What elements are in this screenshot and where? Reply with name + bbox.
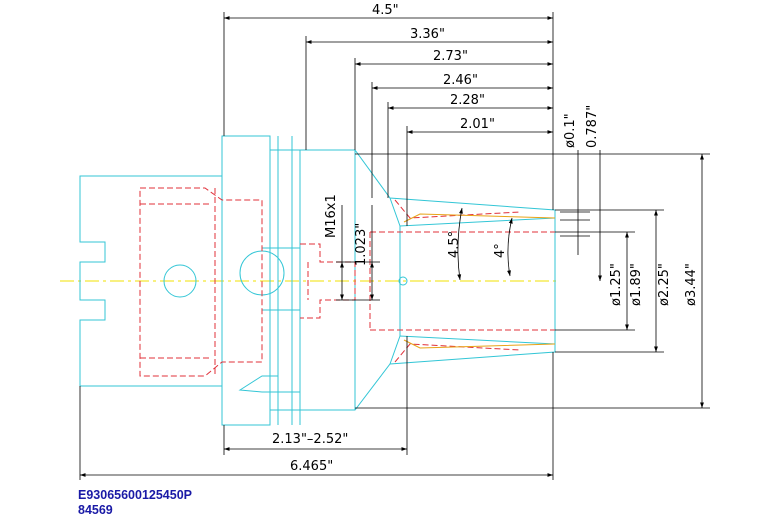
dim-0-787: 0.787" (585, 105, 600, 148)
dim-6-465: 6.465" (290, 459, 333, 474)
dim-2-73: 2.73" (433, 49, 468, 64)
dim-2-01: 2.01" (460, 117, 495, 132)
dim-dia-1-25: ø1.25" (609, 263, 624, 306)
dim-dia-1-89: ø1.89" (629, 263, 644, 306)
dim-3-36: 3.36" (410, 27, 445, 42)
dim-angle-4-5: 4.5° (447, 231, 462, 258)
dimension-lines (79, 12, 710, 480)
part-number: 84569 (78, 503, 113, 517)
holder-outline (79, 135, 556, 426)
part-code: E93065600125450P (78, 488, 193, 502)
dim-2-28: 2.28" (450, 93, 485, 108)
part-number-block: E93065600125450P 84569 (78, 488, 192, 518)
dim-dia-0-1: ø0.1" (563, 113, 578, 148)
collet-inner (403, 213, 556, 349)
dimension-texts: 4.5" 3.36" 2.73" 2.46" 2.28" 2.01" ø0.1"… (272, 3, 699, 474)
dim-2-13-2-52: 2.13"–2.52" (272, 432, 348, 447)
dim-dia-3-44: ø3.44" (684, 263, 699, 306)
dim-angle-4: 4° (493, 243, 508, 258)
dim-4-5: 4.5" (372, 3, 399, 18)
dim-thread: M16x1 (324, 194, 339, 238)
dim-thread-length: 1.023" (354, 223, 369, 266)
dim-2-46: 2.46" (443, 73, 478, 88)
dim-dia-2-25: ø2.25" (657, 263, 672, 306)
